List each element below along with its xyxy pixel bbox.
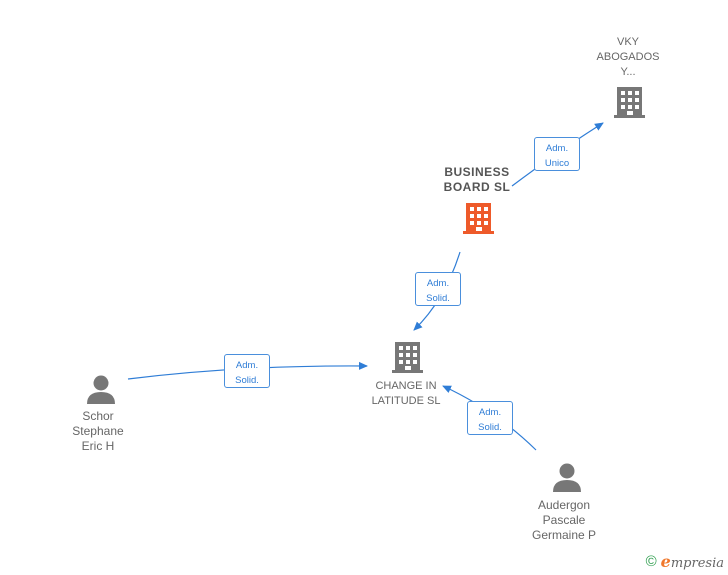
node-label-vky[interactable]: VKY ABOGADOS Y... xyxy=(596,36,660,78)
building-icon xyxy=(392,342,423,373)
node-label-business-board[interactable]: BUSINESS BOARD SL xyxy=(443,165,511,194)
person-icon xyxy=(553,463,581,492)
building-icon xyxy=(463,203,494,234)
person-icon xyxy=(87,375,115,404)
empresia-logo: empresia xyxy=(660,552,724,571)
empresia-watermark: © empresia xyxy=(646,552,724,571)
edge-label-bb-to-cil: Adm. Solid. xyxy=(415,272,461,306)
copyright-symbol: © xyxy=(645,553,657,570)
building-icon xyxy=(614,85,645,118)
node-label-change-in-latitude[interactable]: CHANGE IN LATITUDE SL xyxy=(371,380,441,407)
edge-label-schor-to-cil: Adm. Solid. xyxy=(224,354,270,388)
node-label-schor[interactable]: Schor Stephane Eric H xyxy=(72,409,124,453)
edge-label-bb-to-vky: Adm. Unico xyxy=(534,137,580,171)
edge-label-audergon-to-cil: Adm. Solid. xyxy=(467,401,513,435)
node-label-audergon[interactable]: Audergon Pascale Germaine P xyxy=(531,498,597,542)
